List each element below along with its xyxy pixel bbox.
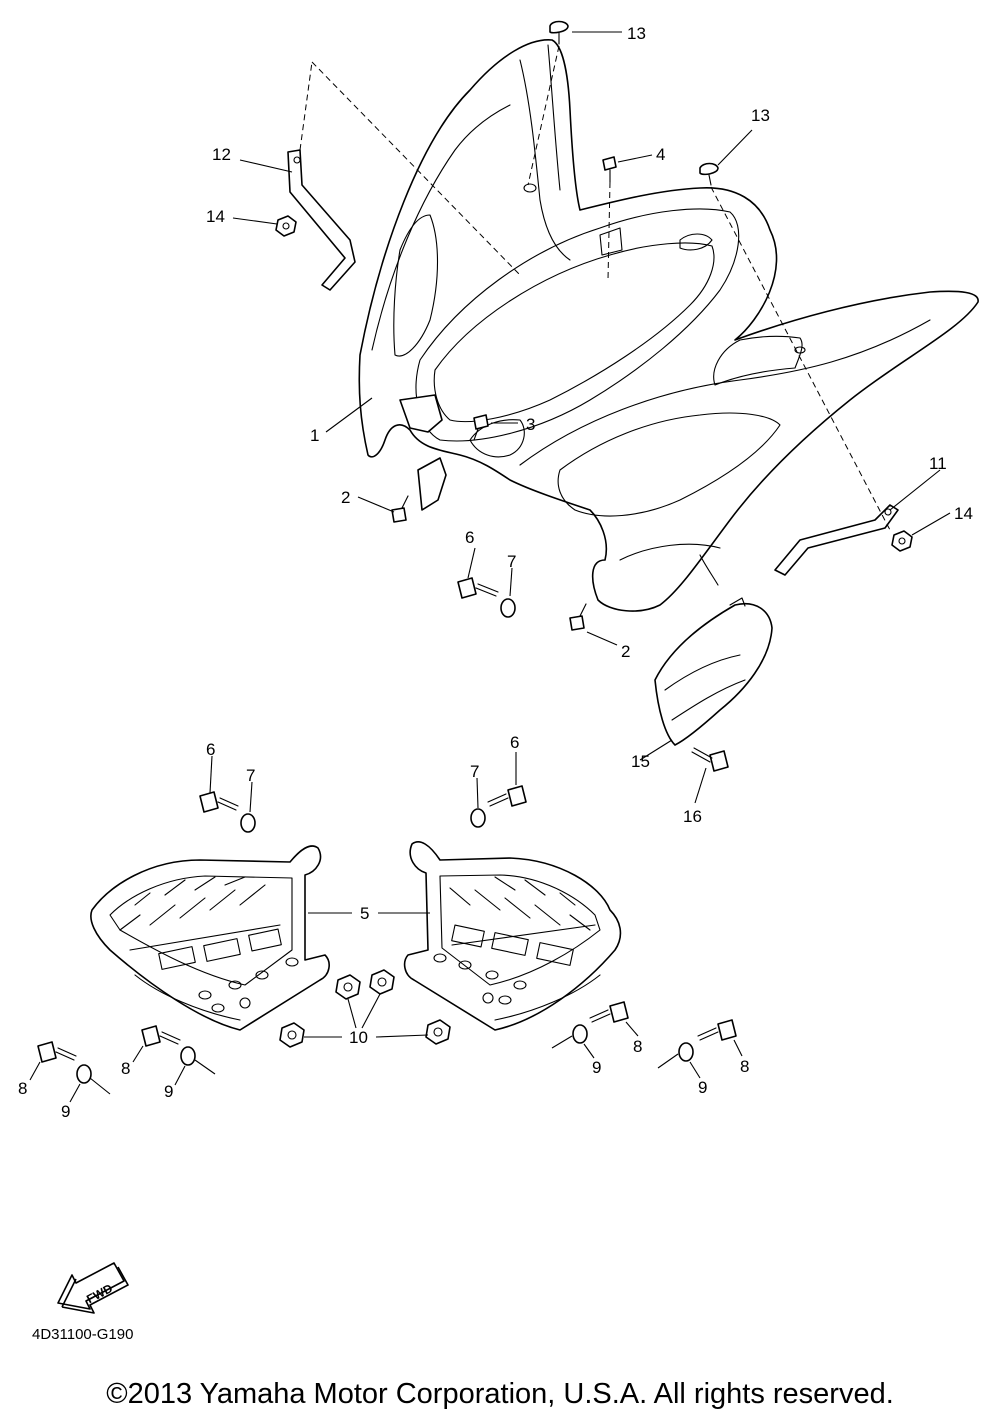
callout-4: 4 [656,145,665,164]
callout-8: 8 [633,1037,642,1056]
callout-2: 2 [341,488,350,507]
drawing-code: 4D31100-G190 [32,1326,134,1343]
footrest-right[interactable] [403,841,622,1031]
callout-14: 14 [206,207,225,226]
nut-14-left[interactable] [275,215,297,237]
callout-14: 14 [954,504,973,523]
callout-6: 6 [465,528,474,547]
callout-9: 9 [164,1082,173,1101]
assembly-lines [299,45,891,531]
washer-7-left[interactable] [240,813,256,833]
nut-10-d[interactable] [425,1019,451,1045]
bolt-4[interactable] [602,156,617,183]
bracket-12[interactable] [287,149,356,291]
bolt-3[interactable] [473,414,489,441]
bolt-6-upper[interactable] [457,577,499,599]
washer-9-far-right[interactable] [678,1042,694,1062]
callout-8: 8 [18,1079,27,1098]
callout-3: 3 [526,415,535,434]
callout-9: 9 [592,1058,601,1077]
washer-7-upper[interactable] [500,598,516,618]
callout-12: 12 [212,145,231,164]
nut-10-b[interactable] [369,969,395,995]
washer-9-far-left[interactable] [76,1064,92,1084]
callout-6: 6 [206,740,215,759]
splash-guard[interactable] [654,597,773,746]
washer-9-right[interactable] [572,1024,588,1044]
screw-13-right[interactable] [699,162,719,186]
leader-lines [29,31,951,1103]
nut-10-a[interactable] [335,974,361,1000]
copyright-notice: ©2013 Yamaha Motor Corporation, U.S.A. A… [106,1378,894,1410]
callout-7: 7 [470,762,479,781]
rear-fender[interactable] [358,39,979,612]
bolt-8-right[interactable] [589,1001,629,1023]
callout-16: 16 [683,807,702,826]
callout-9: 9 [698,1078,707,1097]
callout-11: 11 [929,454,947,473]
bracket-11[interactable] [774,504,899,576]
callout-8: 8 [740,1057,749,1076]
callout-8: 8 [121,1059,130,1078]
callout-6: 6 [510,733,519,752]
bolt-2-right[interactable] [569,603,587,631]
bolt-8-far-right[interactable] [697,1019,737,1041]
fender-mud-flap-left [417,457,447,511]
callout-10: 10 [349,1028,368,1047]
callout-13: 13 [751,106,770,125]
callout-5: 5 [360,904,369,923]
bolt-6-right[interactable] [487,785,527,807]
bolt-8-far-left[interactable] [37,1041,77,1063]
nut-10-c[interactable] [279,1022,305,1048]
footrest-left[interactable] [90,845,330,1031]
callout-7: 7 [507,552,516,571]
bolt-6-left[interactable] [199,791,239,813]
callout-9: 9 [61,1102,70,1121]
fwd-arrow-icon: FWD [57,1262,129,1314]
washer-9-left[interactable] [180,1046,196,1066]
callout-13: 13 [627,24,646,43]
callout-1: 1 [310,426,319,445]
washer-7-right[interactable] [470,808,486,828]
nut-14-right[interactable] [891,530,913,552]
bolt-16[interactable] [691,747,729,772]
bolt-2-left[interactable] [391,495,409,523]
callout-2: 2 [621,642,630,661]
callout-labels: 1 2 2 3 4 5 6 6 6 7 7 7 8 8 8 8 9 9 9 9 … [18,24,973,1121]
screw-13-top[interactable] [549,20,569,45]
callout-15: 15 [631,752,650,771]
callout-7: 7 [246,766,255,785]
bolt-8-left[interactable] [141,1025,181,1047]
